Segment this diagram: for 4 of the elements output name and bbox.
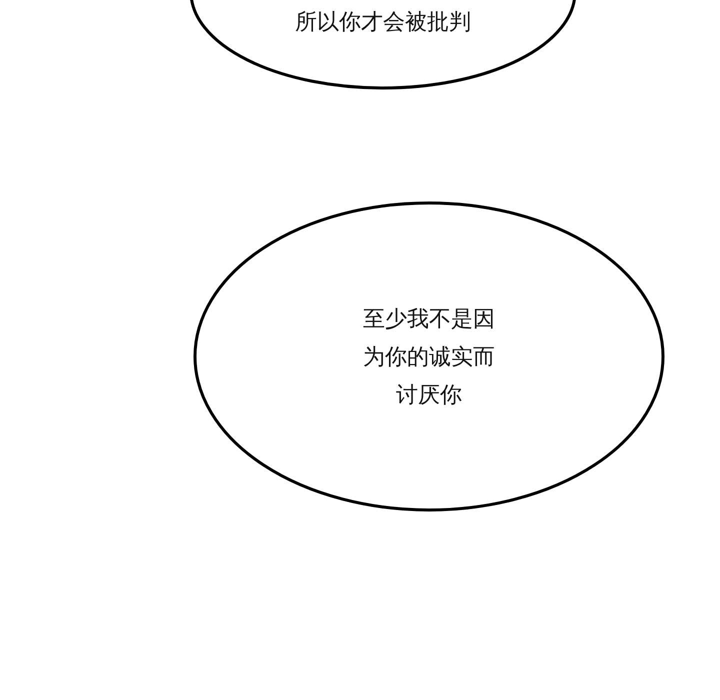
speech-text: 至少我不是因为你的诚实而讨厌你 <box>362 306 496 410</box>
speech-text: 所以你才会被批判 <box>294 9 472 37</box>
speech-bubble <box>193 201 665 512</box>
speech-bubble <box>189 0 577 90</box>
